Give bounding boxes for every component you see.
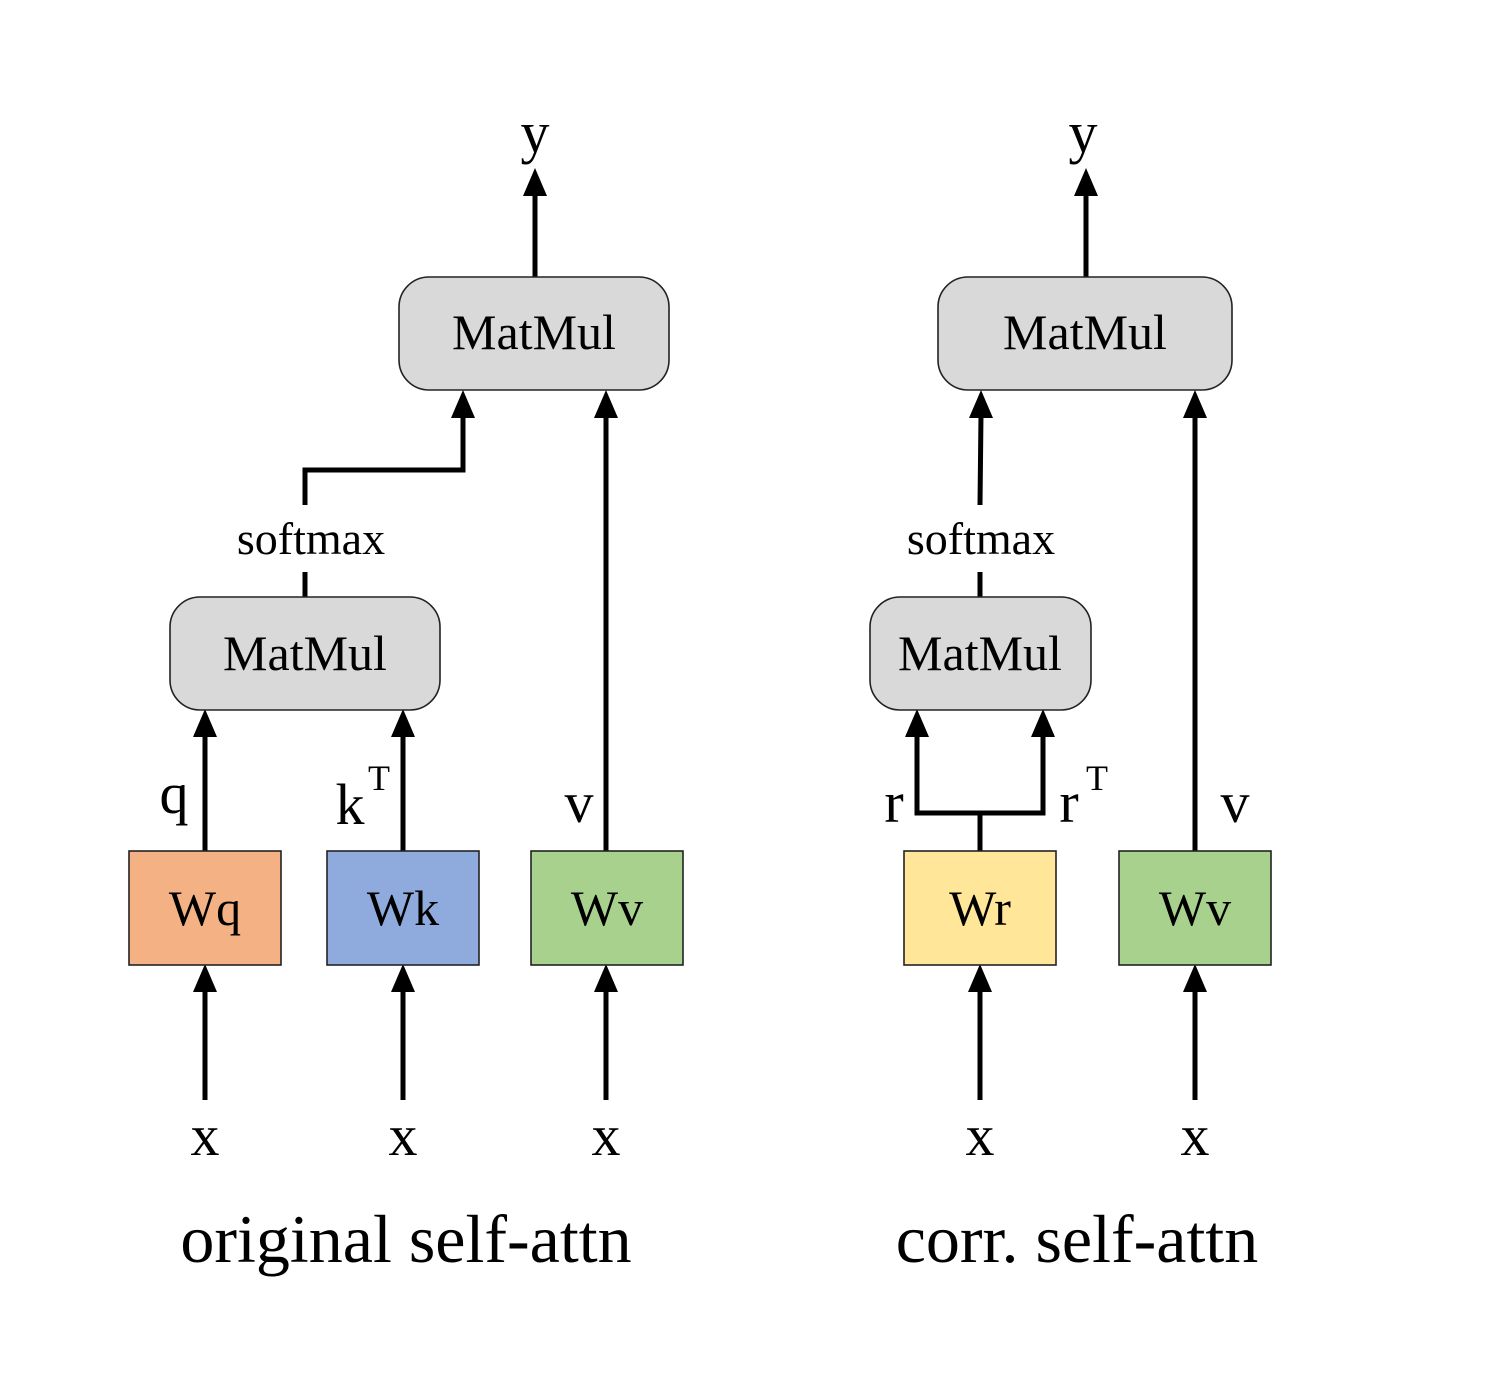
left-input-x2: x	[389, 1103, 418, 1168]
right-input-x2: x	[1181, 1103, 1210, 1168]
right-input-x1: x	[966, 1103, 995, 1168]
right-wires	[914, 192, 1198, 1100]
left-softmax-wire-upper	[302, 414, 466, 505]
right-caption: corr. self-attn	[896, 1201, 1259, 1277]
right-output-label: y	[1069, 100, 1098, 165]
left-top-matmul-node	[398, 276, 670, 391]
left-arrowheads	[193, 168, 618, 992]
wk-box	[326, 850, 480, 966]
wk-label: Wk	[367, 880, 439, 936]
left-softmax-label: softmax	[237, 513, 385, 564]
right-x2-arrowhead	[1183, 964, 1207, 992]
left-wv-label: Wv	[571, 880, 643, 936]
left-x1-arrowhead	[193, 964, 217, 992]
left-v-label: v	[565, 770, 594, 835]
right-rt-arrowhead	[1031, 709, 1055, 737]
right-bottom-matmul-label: MatMul	[898, 625, 1062, 681]
left-x2-arrowhead	[391, 964, 415, 992]
corr-self-attn-diagram: y MatMul softmax MatMul r r T v Wr Wv x …	[869, 100, 1272, 1277]
right-bottom-matmul-node	[869, 596, 1092, 711]
r-label: r	[884, 770, 903, 835]
right-v-arrowhead	[1183, 390, 1207, 418]
wq-box	[128, 850, 282, 966]
right-softmax-arrowhead	[969, 390, 993, 418]
original-self-attn-diagram: y MatMul softmax MatMul q k T v Wq Wk Wv…	[128, 100, 684, 1277]
right-wv-label: Wv	[1159, 880, 1231, 936]
right-arrowheads	[905, 168, 1207, 992]
q-label: q	[160, 761, 189, 826]
left-output-arrowhead	[523, 168, 547, 196]
right-softmax-label: softmax	[907, 513, 1055, 564]
left-bottom-matmul-node	[169, 596, 441, 711]
left-bottom-matmul-label: MatMul	[223, 625, 387, 681]
k-transpose-sup: T	[368, 758, 390, 798]
left-top-matmul-label: MatMul	[452, 304, 616, 360]
right-top-matmul-node	[937, 276, 1233, 391]
left-v-arrowhead	[594, 390, 618, 418]
right-r-arrowhead	[905, 709, 929, 737]
left-caption: original self-attn	[180, 1201, 631, 1277]
right-softmax-wire-upper	[977, 413, 984, 506]
left-wv-box	[530, 850, 684, 966]
right-wv-box	[1118, 850, 1272, 966]
wr-box	[903, 850, 1057, 966]
wq-label: Wq	[169, 880, 241, 936]
left-input-x3: x	[592, 1103, 621, 1168]
r-transpose-sup: T	[1086, 758, 1108, 798]
right-r-split-wire	[914, 733, 1046, 816]
right-v-label: v	[1221, 770, 1250, 835]
left-input-x1: x	[191, 1103, 220, 1168]
rt-label: r	[1059, 770, 1078, 835]
left-x3-arrowhead	[594, 964, 618, 992]
left-output-label: y	[521, 100, 550, 165]
left-wires	[202, 192, 609, 1100]
right-output-arrowhead	[1074, 168, 1098, 196]
right-top-matmul-label: MatMul	[1003, 304, 1167, 360]
k-label: k	[336, 772, 365, 837]
right-x1-arrowhead	[968, 964, 992, 992]
left-k-arrowhead	[391, 709, 415, 737]
wr-label: Wr	[949, 880, 1011, 936]
left-q-arrowhead	[193, 709, 217, 737]
left-softmax-arrowhead	[451, 390, 475, 418]
